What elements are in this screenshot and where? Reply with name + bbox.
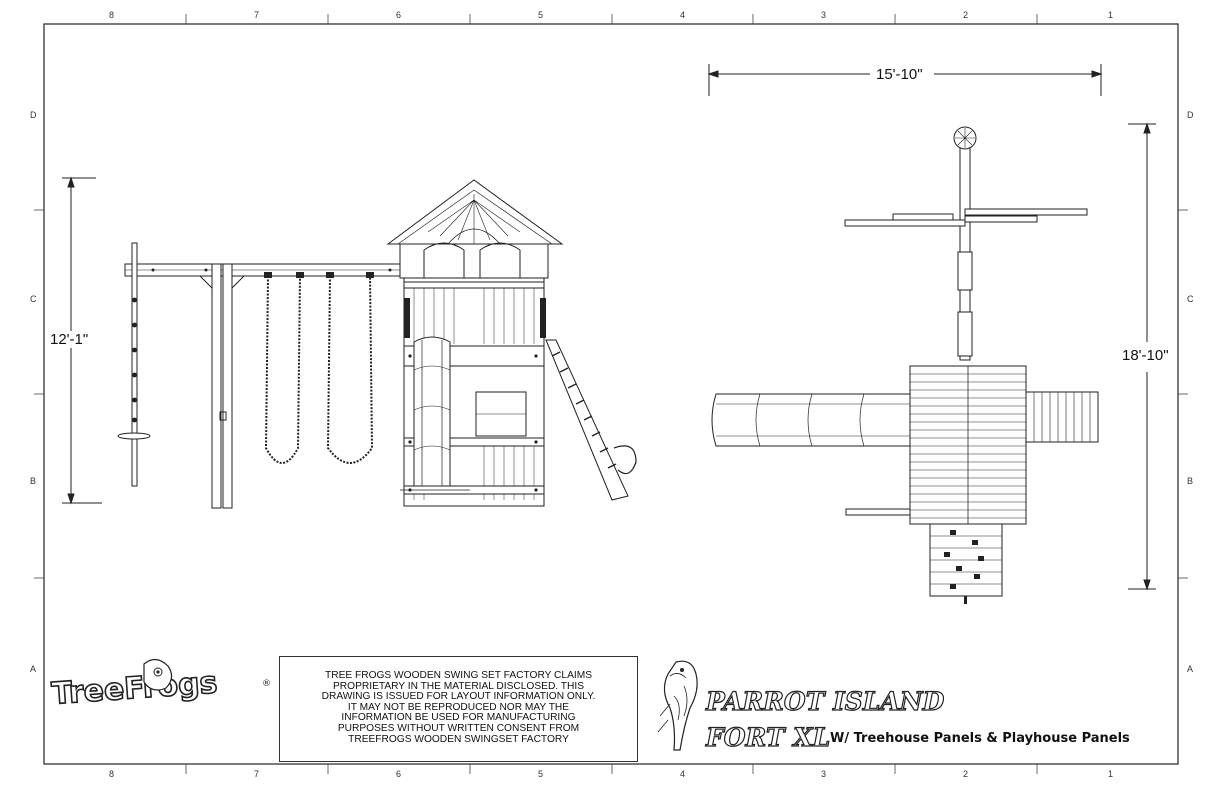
front-elevation [62, 176, 637, 509]
zone-label: C [30, 294, 37, 304]
depth-dimension-label: 18'-10" [1118, 347, 1173, 364]
zone-label: 1 [1108, 769, 1114, 779]
zone-label: 6 [396, 10, 402, 20]
zone-label: 6 [396, 769, 402, 779]
zone-label: 4 [680, 10, 686, 20]
zone-label: B [30, 476, 37, 486]
title-block: PARROT ISLAND FORT XL [640, 656, 1170, 762]
logo-wordmark: TreeFrogs [51, 665, 219, 711]
parrot-logo-icon: PARROT ISLAND FORT XL [657, 660, 945, 753]
product-name-line1: PARROT ISLAND [705, 687, 945, 716]
zone-label: 5 [538, 769, 544, 779]
height-dimension-label: 12'-1" [46, 331, 93, 348]
zone-label: D [30, 110, 37, 120]
zone-label: 3 [821, 10, 827, 20]
zone-label: 7 [254, 10, 260, 20]
zone-label: 2 [963, 769, 969, 779]
registered-mark: ® [262, 679, 271, 689]
zone-label: 4 [680, 769, 686, 779]
zone-label: 7 [254, 769, 260, 779]
notice-line: TREE FROGS WOODEN SWING SET FACTORY CLAI… [325, 670, 592, 681]
notice-line: TREEFROGS WOODEN SWINGSET FACTORY [348, 733, 569, 745]
zone-label: A [1187, 664, 1194, 674]
product-subtitle: W/ Treehouse Panels & Playhouse Panels [830, 731, 1130, 746]
zone-ticks [34, 14, 1188, 774]
zone-label: 2 [963, 10, 969, 20]
proprietary-notice: TREE FROGS WOODEN SWING SET FACTORY CLAI… [279, 656, 638, 762]
notice-line: PROPRIETARY IN THE MATERIAL DISCLOSED. T… [333, 680, 584, 692]
notice-line: INFORMATION BE USED FOR MANUFACTURING [341, 712, 576, 724]
zone-label: 5 [538, 10, 544, 20]
zone-label: C [1187, 294, 1194, 304]
width-dimension-label: 15'-10" [872, 66, 927, 83]
notice-line: IT MAY NOT BE REPRODUCED NOR MAY THE [347, 701, 570, 713]
treefrogs-logo: TreeFrogs ® [48, 656, 276, 762]
zone-label: 3 [821, 769, 827, 779]
zone-label: D [1187, 110, 1194, 120]
zone-label: B [1187, 476, 1194, 486]
notice-text: TREE FROGS WOODEN SWING SET FACTORY CLAI… [280, 657, 637, 745]
notice-line: DRAWING IS ISSUED FOR LAYOUT INFORMATION… [321, 691, 596, 703]
product-name-line2: FORT XL [705, 723, 830, 752]
zone-label: 8 [109, 769, 115, 779]
zone-label: A [30, 664, 37, 674]
frog-logo-icon: TreeFrogs ® [50, 658, 271, 713]
zone-label: 8 [109, 10, 115, 20]
zone-label: 1 [1108, 10, 1114, 20]
plan-view [707, 64, 1156, 604]
notice-line: PURPOSES WITHOUT WRITTEN CONSENT FROM [337, 722, 580, 734]
